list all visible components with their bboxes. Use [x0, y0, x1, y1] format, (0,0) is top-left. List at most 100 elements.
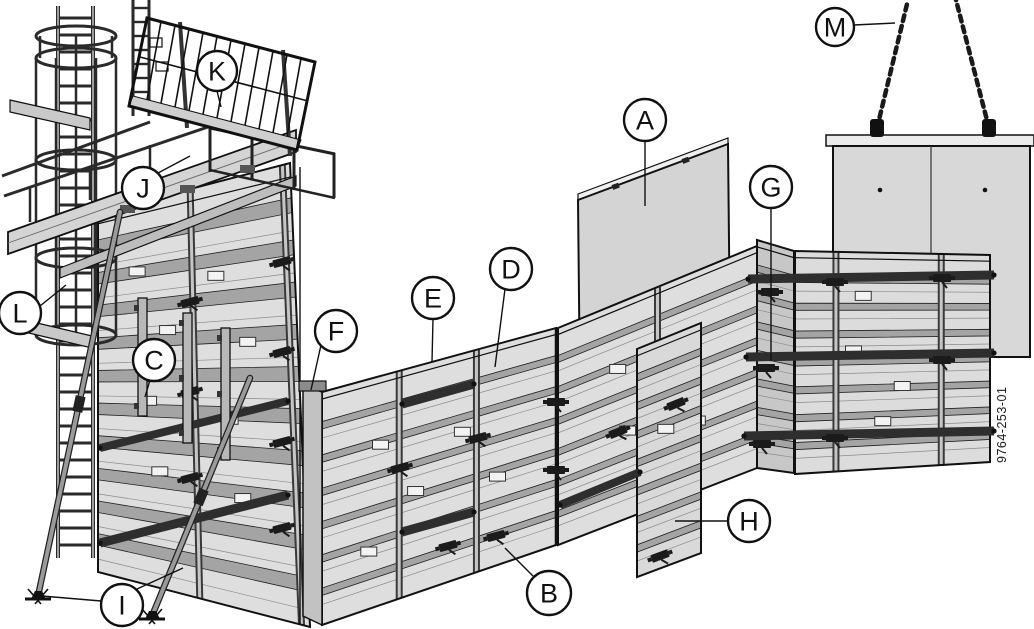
panel-clamp	[268, 256, 296, 272]
callout-circle-C	[131, 337, 177, 383]
leader-line	[494, 288, 506, 368]
callout-K: K	[195, 49, 239, 108]
callout-I: I	[41, 567, 184, 628]
callout-letter-E: E	[424, 284, 442, 314]
leader-line	[157, 155, 191, 174]
waler-bar	[99, 397, 289, 452]
leader-line	[144, 379, 151, 398]
callout-letter-I: I	[118, 591, 126, 621]
callout-circle-M	[814, 6, 856, 48]
low-wall	[321, 326, 557, 627]
callout-circle-L	[0, 290, 43, 336]
crane-chain-right	[953, 0, 992, 131]
crane-chain-left	[874, 0, 911, 131]
guardrail-grid-panel	[127, 16, 317, 152]
lifting-shackle-left	[870, 119, 884, 137]
panel-braces	[25, 208, 254, 625]
panel-clamp	[268, 346, 296, 362]
panel-clamp	[822, 434, 848, 449]
brace-foot	[25, 588, 51, 605]
panel-clamp	[176, 472, 204, 488]
callout-circle-A	[622, 97, 668, 143]
waler-bar	[747, 270, 995, 284]
panel-clamp	[822, 278, 848, 293]
panel-clamp	[434, 540, 462, 556]
callout-circle-B	[525, 569, 573, 617]
callout-L: L	[0, 284, 67, 336]
callout-B: B	[504, 547, 573, 617]
panel-clamp	[176, 296, 204, 312]
panel-clamp	[663, 397, 689, 413]
brace-foot	[139, 608, 165, 625]
panel-clamp	[386, 462, 414, 478]
panel-clamp	[647, 549, 673, 565]
leader-line	[39, 284, 67, 307]
leader-line	[41, 595, 102, 602]
panel-clamp	[749, 440, 775, 455]
panel-clamp	[482, 530, 510, 546]
right-wall	[794, 249, 991, 476]
waler-bar	[400, 507, 476, 537]
waler-bar	[745, 348, 995, 362]
panel-clamp	[464, 432, 492, 448]
leader-line	[431, 318, 434, 363]
callout-letter-M: M	[824, 13, 847, 43]
callout-labels: A B C D E F G H I J K L M	[0, 6, 896, 628]
callout-circle-G	[748, 164, 794, 210]
panel-clamp	[268, 522, 296, 538]
callout-circle-K	[195, 49, 239, 93]
panel-strut-brace	[34, 208, 124, 600]
callout-letter-D: D	[501, 255, 521, 285]
callout-circle-H	[726, 498, 772, 544]
leader-line	[136, 567, 184, 590]
callout-circle-F	[313, 308, 359, 354]
callout-circle-J	[120, 165, 166, 211]
ladder-with-safety-cage	[56, 0, 151, 558]
lifting-shackle-right	[982, 119, 996, 137]
waler-bar	[400, 379, 476, 409]
callout-circle-D	[488, 246, 534, 292]
callout-letter-G: G	[760, 173, 781, 203]
callout-letter-F: F	[328, 317, 345, 347]
alignment-rail	[179, 312, 193, 444]
callout-letter-L: L	[12, 299, 27, 329]
h-closure-panel	[636, 321, 702, 579]
waler-bar	[743, 426, 995, 441]
callout-circle-I	[99, 582, 145, 628]
leader-line	[216, 90, 222, 108]
panel-clamp	[543, 466, 569, 481]
ladder-platform-assembly	[1, 0, 336, 558]
callout-H: H	[675, 498, 772, 544]
panel-strut-brace	[148, 374, 254, 620]
callout-E: E	[410, 275, 456, 363]
callout-letter-K: K	[208, 57, 226, 87]
panel-clamp	[929, 356, 955, 371]
panel-clamp	[753, 364, 779, 379]
panel-clamp	[268, 436, 296, 452]
callout-circle-E	[410, 275, 456, 321]
callout-G: G	[748, 164, 794, 361]
walers-and-clamps	[97, 256, 997, 565]
panel-clamp	[543, 398, 569, 413]
panel-clamp	[605, 425, 631, 441]
callout-J: J	[120, 155, 191, 211]
callout-letter-B: B	[540, 579, 558, 609]
callout-D: D	[488, 246, 534, 368]
callout-letter-H: H	[739, 507, 759, 537]
leader-line	[853, 22, 896, 26]
callout-A: A	[622, 97, 668, 206]
callout-letter-A: A	[636, 106, 654, 136]
callout-M: M	[814, 6, 896, 48]
waler-bar	[558, 468, 642, 509]
tall-wall	[97, 161, 312, 629]
leader-line	[310, 344, 322, 391]
callout-C: C	[131, 337, 177, 398]
panel-clamp	[757, 288, 783, 303]
callout-letter-J: J	[136, 174, 150, 204]
callout-letter-C: C	[144, 346, 164, 376]
callout-F: F	[310, 308, 359, 391]
leader-line	[504, 547, 535, 578]
f-corner-post	[302, 383, 323, 627]
